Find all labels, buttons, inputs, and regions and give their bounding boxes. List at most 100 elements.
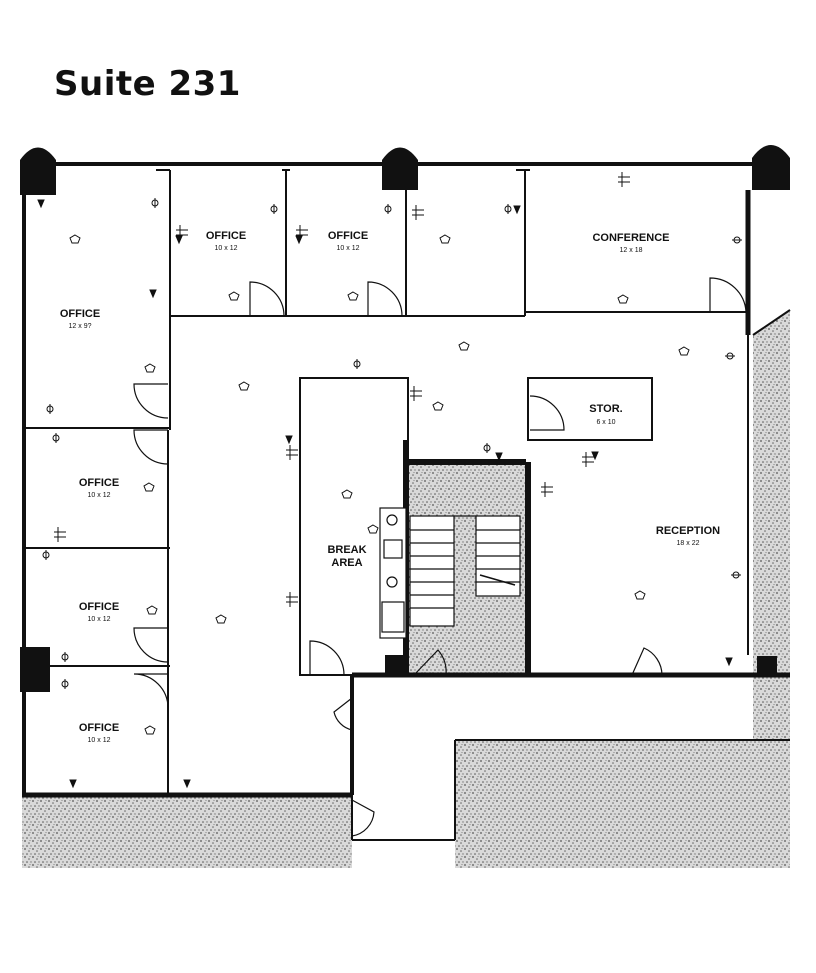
- outlet-icon: [731, 571, 741, 579]
- electrical-symbols: [37, 172, 742, 789]
- data-jack-icon: [54, 527, 66, 542]
- phone-jack-icon: [295, 235, 303, 245]
- light-fixture-icon: [432, 401, 444, 411]
- east-shaded-area: [752, 170, 790, 868]
- phone-jack-icon: [149, 289, 157, 299]
- room-office-3-dim: 10 x 12: [337, 245, 360, 252]
- data-jack-icon: [286, 445, 298, 460]
- outlet-icon: [61, 652, 69, 662]
- phone-jack-icon: [495, 452, 503, 462]
- page-title: Suite 231: [54, 64, 241, 104]
- door-storage: [529, 395, 565, 431]
- phone-jack-icon: [183, 779, 191, 789]
- outlet-icon: [46, 404, 54, 414]
- light-fixture-icon: [347, 291, 359, 301]
- door-south: [333, 697, 353, 731]
- column-northeast: [752, 145, 790, 190]
- phone-jack-icon: [175, 235, 183, 245]
- room-conference-dim: 12 x 18: [620, 247, 643, 254]
- column-break-corner: [385, 655, 407, 677]
- door-east: [752, 309, 791, 336]
- light-fixture-icon: [144, 725, 156, 735]
- room-office-2-label: OFFICE: [206, 230, 246, 242]
- light-fixtures: [69, 234, 690, 735]
- room-office-6-dim: 10 x 12: [88, 737, 111, 744]
- room-storage-dim: 6 x 10: [596, 419, 615, 426]
- light-fixture-icon: [143, 482, 155, 492]
- light-fixture-icon: [69, 234, 81, 244]
- room-office-1-dim: 12 x 9?: [69, 323, 92, 330]
- outlet-icon: [52, 433, 60, 443]
- doors: [133, 277, 791, 837]
- door-exit: [351, 799, 375, 837]
- outlet-icon: [270, 204, 278, 214]
- room-office-1-label: OFFICE: [60, 308, 100, 320]
- data-jack-icon: [541, 482, 553, 497]
- phone-jack-icon: [285, 435, 293, 445]
- room-labels: OFFICE 12 x 9? OFFICE 10 x 12 OFFICE 10 …: [60, 230, 720, 744]
- door-office-5: [133, 627, 169, 663]
- outlet-icon: [151, 198, 159, 208]
- light-fixture-icon: [228, 291, 240, 301]
- light-fixture-icon: [146, 605, 158, 615]
- door-stair: [413, 649, 447, 676]
- column-north-center: [382, 147, 418, 190]
- light-fixture-icon: [458, 341, 470, 351]
- door-reception: [631, 647, 663, 676]
- light-fixture-icon: [238, 381, 250, 391]
- outlet-icon: [483, 443, 491, 453]
- light-fixture-icon: [367, 524, 379, 534]
- outlet-icon: [353, 359, 361, 369]
- phone-jack-icon: [591, 451, 599, 461]
- phone-jack-icon: [725, 657, 733, 667]
- south-shaded-area: [22, 795, 352, 868]
- door-office-4: [133, 429, 169, 465]
- room-break-label-1: BREAK: [327, 544, 366, 556]
- light-fixture-icon: [634, 590, 646, 600]
- door-break: [309, 640, 345, 676]
- room-office-5-label: OFFICE: [79, 601, 119, 613]
- room-conference-label: CONFERENCE: [592, 232, 669, 244]
- outlet-icon: [42, 550, 50, 560]
- room-reception-label: RECEPTION: [656, 525, 720, 537]
- light-fixture-icon: [215, 614, 227, 624]
- column-reception-corner: [757, 656, 777, 676]
- data-jack-icon: [410, 386, 422, 401]
- room-office-2-dim: 10 x 12: [215, 245, 238, 252]
- room-office-6-label: OFFICE: [79, 722, 119, 734]
- door-office-3: [367, 281, 403, 317]
- room-office-3-label: OFFICE: [328, 230, 368, 242]
- outlet-icon: [504, 204, 512, 214]
- door-office-6: [133, 673, 169, 709]
- break-counter: [379, 507, 407, 639]
- light-fixture-icon: [617, 294, 629, 304]
- southeast-shaded-area: [455, 740, 790, 868]
- door-office-1: [133, 383, 169, 419]
- light-fixture-icon: [678, 346, 690, 356]
- room-reception-dim: 18 x 22: [677, 540, 700, 547]
- columns: [20, 145, 790, 692]
- room-office-4-dim: 10 x 12: [88, 492, 111, 499]
- outlet-icon: [384, 204, 392, 214]
- outlet-icon: [61, 679, 69, 689]
- room-break-label-2: AREA: [331, 557, 362, 569]
- light-fixture-icon: [144, 363, 156, 373]
- data-jack-icon: [618, 172, 630, 187]
- outlet-icon: [725, 352, 735, 360]
- phone-jack-icon: [513, 205, 521, 215]
- outlet-icon: [732, 236, 742, 244]
- room-storage-label: STOR.: [589, 403, 622, 415]
- column-west: [20, 647, 50, 692]
- door-office-2: [249, 281, 285, 317]
- door-conference: [709, 277, 747, 313]
- phone-jack-icon: [37, 199, 45, 209]
- stairs: [409, 515, 521, 627]
- column-northwest: [20, 147, 56, 195]
- phone-jack-icon: [69, 779, 77, 789]
- data-jack-icon: [286, 592, 298, 607]
- light-fixture-icon: [439, 234, 451, 244]
- walls: [22, 162, 790, 841]
- room-office-4-label: OFFICE: [79, 477, 119, 489]
- data-jack-icon: [582, 452, 594, 467]
